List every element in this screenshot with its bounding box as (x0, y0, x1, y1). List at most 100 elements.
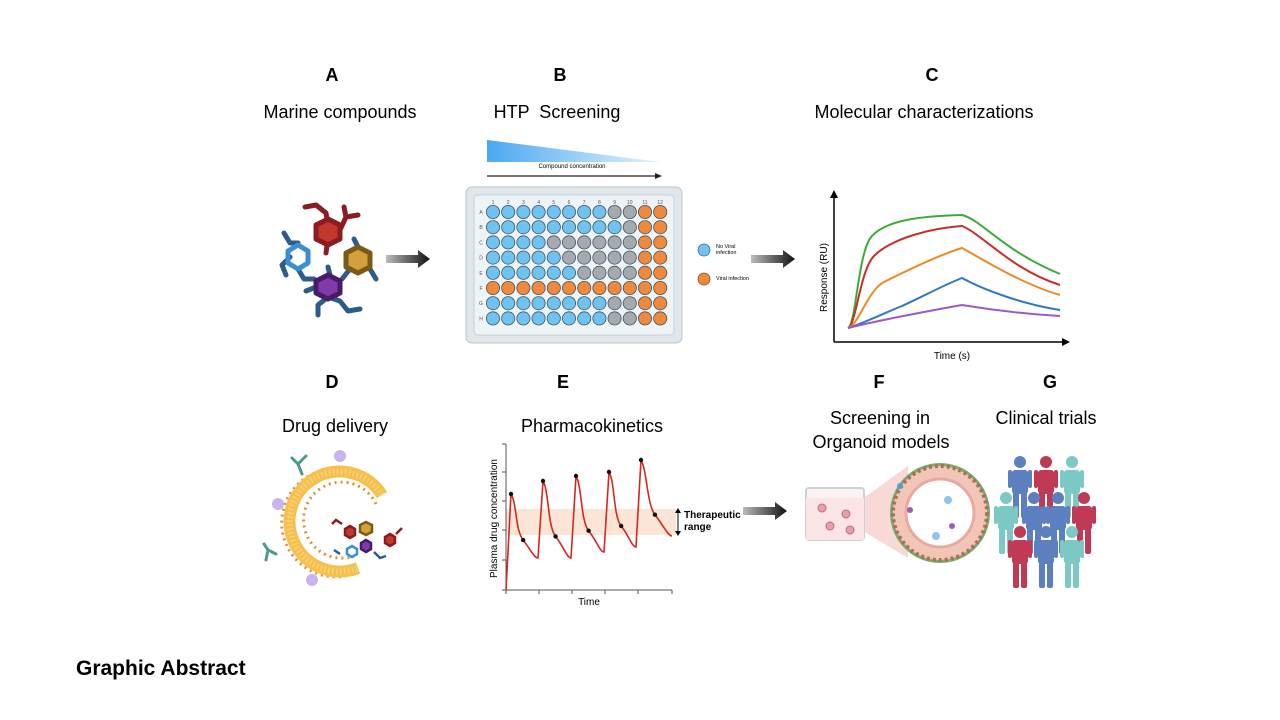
pk-sample-point (540, 478, 546, 484)
plate-well (622, 220, 637, 235)
plate-well (546, 265, 561, 280)
plate-well (531, 265, 546, 280)
plate-well (577, 235, 592, 250)
plate-well (516, 250, 531, 265)
plate-well (546, 220, 561, 235)
plate-well (516, 281, 531, 296)
plate-well (562, 311, 577, 326)
pk-sample-point (638, 457, 644, 463)
plate-well (653, 250, 668, 265)
panel-a-letter: A (325, 65, 339, 85)
plate-well (622, 296, 637, 311)
binding-chart-ylabel: Response (RU) (819, 243, 830, 312)
plate-well (531, 311, 546, 326)
therapeutic-range-label: Therapeutic range (684, 510, 741, 533)
concentration-label: Compound concentration (538, 164, 606, 170)
panel-b-title: HTP Screening (493, 102, 621, 122)
arrow-right-icon (743, 502, 787, 520)
plate-well (592, 281, 607, 296)
plate-well (501, 311, 516, 326)
plate-well (562, 220, 577, 235)
plate-well (562, 250, 577, 265)
plate-well (546, 250, 561, 265)
panel-g-letter: G (1042, 372, 1058, 392)
panel-f-title-line1: Screening in (829, 408, 931, 428)
plate-well (592, 265, 607, 280)
plate-well (501, 220, 516, 235)
panel-e-title: Pharmacokinetics (520, 416, 664, 436)
plate-well (546, 311, 561, 326)
plate-well (546, 235, 561, 250)
plate-column-label: 1 (492, 200, 495, 206)
plate-well (607, 250, 622, 265)
legend-infection-label: Viral infection (716, 276, 749, 282)
plate-well (653, 235, 668, 250)
panel-d-title: Drug delivery (281, 416, 389, 436)
liposome-illustration (262, 450, 403, 586)
plate-well (531, 296, 546, 311)
plate-well (577, 265, 592, 280)
pk-sample-point (606, 469, 612, 475)
pk-chart-xlabel: Time (578, 597, 600, 608)
binding-curve-4 (847, 276, 1061, 329)
plate-row-label: G (479, 301, 483, 307)
plate-well (501, 235, 516, 250)
plate-well (622, 311, 637, 326)
panel-e-letter: E (556, 372, 570, 392)
plate-column-label: 12 (657, 200, 663, 206)
plate-well (622, 235, 637, 250)
plate-well (637, 250, 652, 265)
panel-a-title: Marine compounds (263, 102, 417, 122)
plate-column-label: 10 (627, 200, 633, 206)
plate-well (531, 235, 546, 250)
plate-well (501, 250, 516, 265)
pk-sample-point (652, 512, 658, 517)
plate-row-label: D (479, 256, 483, 262)
plate-row-label: E (479, 271, 483, 277)
pharmacokinetics-chart (502, 443, 681, 594)
panel-b-letter: B (553, 65, 567, 85)
plate-well (592, 296, 607, 311)
arrow-right-icon (751, 250, 795, 268)
plate-well (622, 250, 637, 265)
plate-well (531, 281, 546, 296)
plate-well (501, 204, 516, 219)
plate-column-label: 5 (552, 200, 555, 206)
pk-sample-point (573, 473, 579, 479)
plate-well (622, 281, 637, 296)
plate-well (637, 296, 652, 311)
plate-column-label: 8 (598, 200, 601, 206)
participant-figure (1008, 526, 1032, 588)
plate-well (607, 281, 622, 296)
plate-well (485, 265, 500, 280)
panel-g-title: Clinical trials (995, 408, 1097, 428)
binding-chart-xlabel: Time (s) (933, 351, 971, 362)
plate-well (577, 220, 592, 235)
plate-well (577, 296, 592, 311)
therapeutic-range-band (506, 509, 676, 535)
plate-well (531, 220, 546, 235)
plate-row-label: C (479, 240, 483, 246)
pk-sample-point (553, 534, 558, 539)
participant-figure (994, 492, 1018, 554)
participant-figure (1072, 492, 1096, 554)
plate-well (485, 311, 500, 326)
plate-well (607, 235, 622, 250)
panel-d-letter: D (325, 372, 339, 392)
plate-well (516, 204, 531, 219)
plate-well (485, 296, 500, 311)
plate-well (562, 296, 577, 311)
plate-well (516, 220, 531, 235)
pk-sample-point (586, 528, 591, 533)
organoid-illustration (805, 463, 990, 563)
plate-well (607, 296, 622, 311)
plate-well (485, 250, 500, 265)
plate-well (485, 281, 500, 296)
plate-well (501, 265, 516, 280)
plate-well (607, 311, 622, 326)
plate-well (622, 204, 637, 219)
plate-well (531, 204, 546, 219)
plate-column-label: 6 (568, 200, 571, 206)
pk-chart-ylabel: Plasma drug concentration (489, 459, 500, 578)
plate-well (501, 296, 516, 311)
